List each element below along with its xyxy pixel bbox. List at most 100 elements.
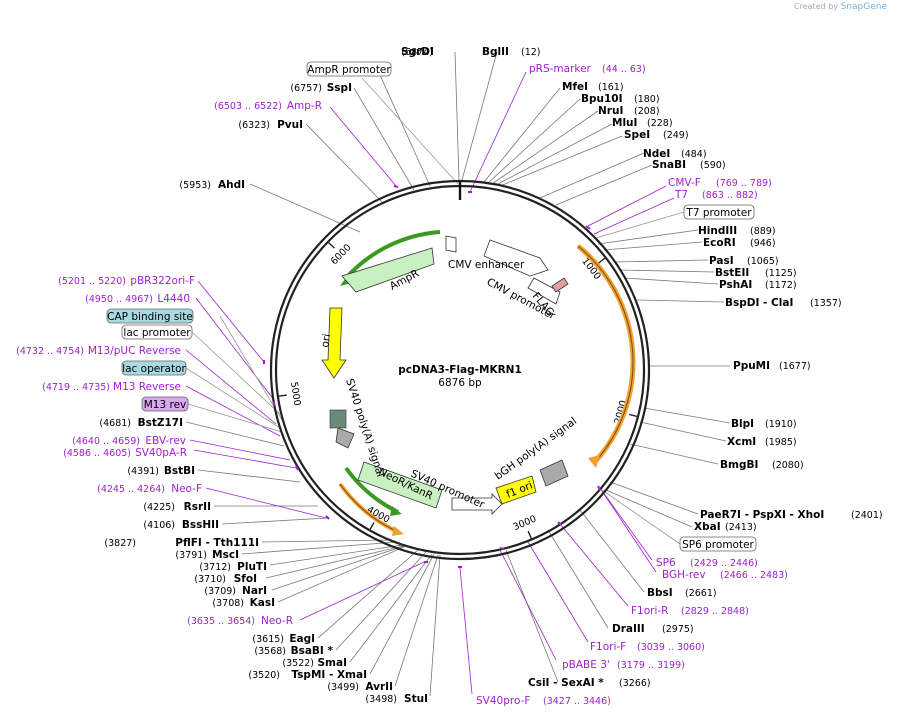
site-pos: (3709) — [204, 586, 236, 597]
primer-range: (4719 .. 4735) — [42, 382, 110, 393]
sp6-promoter-box — [679, 536, 757, 552]
cap-binding-site-box — [106, 308, 194, 324]
site-name: RsrII — [184, 501, 211, 513]
ampr-promoter-arrow — [445, 235, 457, 253]
primer-name: BGH-rev — [662, 569, 706, 581]
cmv-enhancer-arrow — [483, 239, 549, 277]
site-name: NarI — [242, 585, 267, 597]
primer-name: Neo-R — [261, 615, 293, 627]
primer-range: (6503 .. 6522) — [214, 101, 282, 112]
cmv-enhancer-label: CMV enhancer — [448, 259, 525, 271]
mkrn1-orf-arrow — [588, 455, 600, 468]
site-name: SfoI — [234, 573, 257, 585]
site-pos: (249) — [663, 130, 689, 141]
site-name: AvrII — [365, 681, 393, 693]
site-name: MluI — [612, 117, 637, 129]
primer-range: (5201 .. 5220) — [58, 276, 126, 287]
site-pos: (3568) — [254, 646, 286, 657]
site-pos: (4391) — [127, 466, 159, 477]
site-pos: (161) — [598, 82, 624, 93]
site-leader-lines — [185, 51, 731, 697]
primer-name: M13 Reverse — [113, 381, 181, 393]
m13-rev-label: M13 rev — [144, 399, 187, 411]
f1-ori-arrow — [495, 475, 537, 505]
site-name: TspMI - XmaI — [291, 669, 367, 681]
site-pos: (590) — [700, 160, 726, 171]
sp6-promoter-label: SP6 promoter — [682, 539, 754, 551]
boxed-features: AmpR promoter T7 promoter SP6 promoter C… — [106, 61, 757, 552]
site-pos: (1985) — [765, 437, 797, 448]
primer-range: (4640 .. 4659) — [72, 436, 140, 447]
primer-name: M13/pUC Reverse — [88, 345, 181, 357]
primer-range: (3635 .. 3654) — [187, 616, 255, 627]
plasmid-name: pcDNA3-Flag-MKRN1 — [398, 364, 522, 376]
site-name: PpuMI — [733, 360, 770, 372]
cmv-promoter-arrow — [527, 277, 561, 305]
primer-range: (4950 .. 4967) — [85, 294, 153, 305]
site-pos: (1357) — [810, 298, 842, 309]
site-pos: (1910) — [765, 419, 797, 430]
site-name: Bpu10I — [581, 93, 623, 105]
site-name: KasI — [250, 597, 275, 609]
site-pos: (5953) — [179, 180, 211, 191]
site-pos: (3522) — [282, 658, 314, 669]
site-pos: (228) — [647, 118, 673, 129]
primer-name: L4440 — [157, 293, 190, 305]
restriction-sites-left: StuI (3498) AvrII (3499) TspMI - XmaI (3… — [99, 82, 428, 705]
site-name: AhdI — [218, 179, 245, 191]
primer-leader-lines — [185, 71, 675, 695]
t7-promoter-box — [683, 204, 755, 220]
ampr-feature-arrow — [341, 247, 435, 293]
site-name: CsiI - SexAI * — [528, 677, 604, 689]
m13-rev-box — [141, 396, 189, 412]
site-pos: (3499) — [327, 682, 359, 693]
primer-name: F1ori-R — [631, 605, 668, 617]
site-pos: (2413) — [725, 522, 757, 533]
site-name: PluTI — [237, 561, 267, 573]
primer-name: T7 — [674, 189, 688, 201]
primer-name: EBV-rev — [145, 435, 186, 447]
site-pos: (208) — [634, 106, 660, 117]
tick-label: 3000 — [512, 514, 539, 534]
site-pos: (3710) — [194, 574, 226, 585]
site-pos: (3791) — [175, 550, 207, 561]
site-name: BglII — [482, 46, 509, 58]
primer-marks — [263, 185, 601, 568]
site-name: PaeR7I - PspXI - XhoI — [700, 509, 824, 521]
site-pos: (4225) — [143, 502, 175, 513]
primer-name: SV40pro-F — [476, 695, 530, 707]
primer-name: pBABE 3' — [562, 659, 610, 671]
lac-operator-box — [121, 360, 187, 376]
site-pos: (946) — [750, 238, 776, 249]
site-pos: (3708) — [212, 598, 244, 609]
primer-range: (4586 .. 4605) — [63, 448, 131, 459]
site-name: PshAI — [719, 279, 752, 291]
site-pos: (1125) — [765, 268, 797, 279]
site-pos: (180) — [634, 94, 660, 105]
site-name: PasI — [709, 255, 734, 267]
site-name: BsaBI * — [291, 645, 334, 657]
primer-range: (3427 .. 3446) — [543, 696, 611, 707]
site-name: XcmI — [727, 436, 756, 448]
sv40-polya-feature — [335, 427, 355, 449]
primer-range: (3179 .. 3199) — [617, 660, 685, 671]
primer-range: (44 .. 63) — [602, 64, 646, 75]
restriction-sites: (6874) SgrDI BglII (12) MfeI (161) Bpu10… — [401, 46, 883, 689]
site-pos: (3498) — [365, 694, 397, 705]
site-pos: (2401) — [851, 510, 883, 521]
lac-promoter-label: lac promoter — [123, 327, 191, 339]
site-name: SgrDI — [401, 46, 434, 58]
primer-name: SP6 — [656, 557, 676, 569]
primer-range: (863 .. 882) — [702, 190, 758, 201]
site-name: BlpI — [731, 418, 754, 430]
bgh-polya-feature — [539, 459, 569, 487]
site-name: BbsI — [647, 587, 673, 599]
site-name: SnaBI — [652, 159, 686, 171]
site-name: BspDI - ClaI — [725, 297, 793, 309]
tick-label: 5000 — [288, 381, 302, 407]
site-name: StuI — [404, 693, 428, 705]
site-pos: (1172) — [765, 280, 797, 291]
lac-promoter-box — [121, 324, 193, 340]
primer-range: (4245 .. 4264) — [97, 484, 165, 495]
site-pos: (6874) — [401, 47, 433, 58]
